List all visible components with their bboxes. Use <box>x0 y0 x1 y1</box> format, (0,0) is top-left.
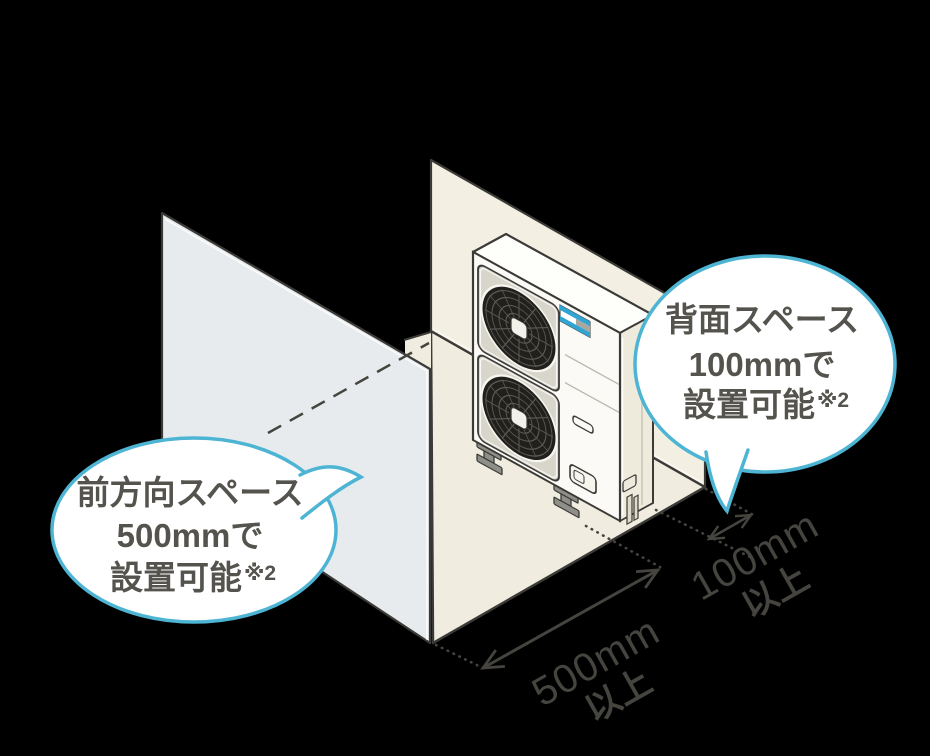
unit-front-face <box>471 250 622 523</box>
extension-line-unit-front <box>584 524 662 569</box>
ground-wedge-edge <box>403 331 432 341</box>
fan-hub <box>510 316 528 340</box>
panel-seams <box>565 353 619 414</box>
callout-front-line1: 前方向スペース <box>76 474 303 511</box>
callout-tail <box>298 465 365 520</box>
callout-front-line3: 設置可能※2 <box>110 559 276 596</box>
extension-line-unit-back <box>654 508 754 560</box>
callout-back-line2: 100mmで <box>689 346 836 383</box>
unit-side-detail <box>622 474 637 493</box>
callout-back-space <box>633 254 897 515</box>
front-wall <box>160 211 432 645</box>
arrowhead-icon <box>635 568 661 589</box>
arrowhead-icon <box>480 649 506 670</box>
pipe-cover-detail <box>573 469 585 484</box>
fan-spokes <box>485 289 553 368</box>
vent-detail <box>572 415 594 434</box>
callout-front-line2: 500mmで <box>117 517 264 554</box>
callout-back-note: ※2 <box>817 389 849 412</box>
callout-back-space-text: 背面スペース 100mmで 設置可能※2 <box>665 301 859 423</box>
fan-top <box>480 284 558 373</box>
callout-front-space <box>50 436 365 624</box>
dashed-leader-line <box>267 341 430 435</box>
arrowhead-icon <box>706 525 726 541</box>
callout-back-line3: 設置可能※2 <box>683 386 849 423</box>
fan-grille-rings <box>485 289 553 368</box>
callout-back-line1: 背面スペース <box>665 301 859 338</box>
arrowhead-icon <box>734 513 754 529</box>
callout-bubble <box>50 436 338 624</box>
dimension-lines <box>434 487 759 672</box>
callout-back-line3-main: 設置可能 <box>683 386 815 423</box>
unit-pipe <box>626 493 633 526</box>
front-wall-highlight <box>164 218 428 640</box>
callout-front-line3-main: 設置可能 <box>110 559 242 596</box>
brand-logo-icon <box>559 304 591 339</box>
dimension-arrow-100mm <box>706 513 754 541</box>
unit-pipe <box>633 494 639 522</box>
dimension-arrow-500mm <box>480 568 661 670</box>
pipe-cover <box>569 464 597 495</box>
callout-front-note: ※2 <box>244 562 276 585</box>
callout-tail <box>704 448 750 515</box>
callout-front-space-text: 前方向スペース 500mmで 設置可能※2 <box>76 474 303 596</box>
callout-bubble <box>633 254 897 474</box>
